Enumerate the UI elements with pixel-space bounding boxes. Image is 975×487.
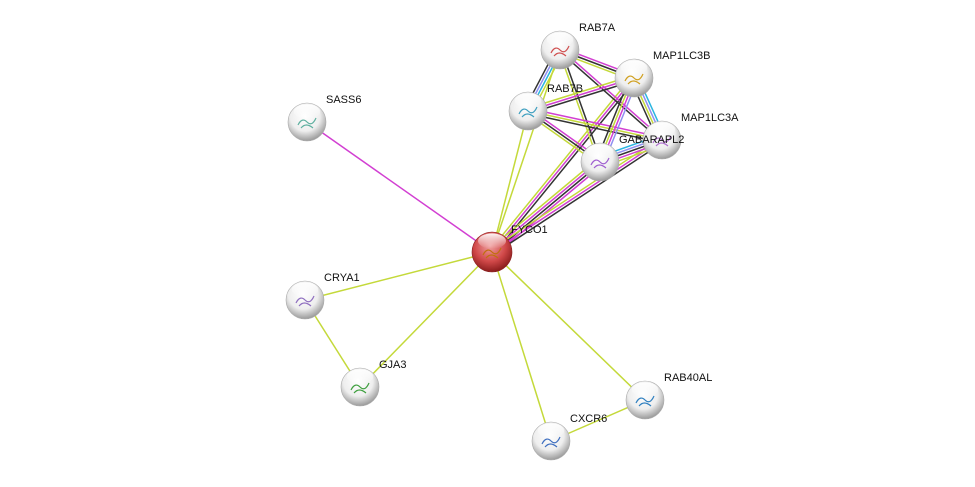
- edge-rab7b-map1lc3a[interactable]: [527, 107, 663, 144]
- edge-line-textmining: [489, 75, 633, 251]
- edge-rab7a-map1lc3a[interactable]: [558, 48, 664, 142]
- node-label: GABARAPL2: [619, 134, 684, 146]
- protein-structure-icon: [635, 395, 655, 407]
- edge-line-textmining: [491, 110, 529, 253]
- node-label: FYCO1: [511, 224, 548, 236]
- node-map1lc3b[interactable]: MAP1LC3B: [614, 50, 710, 98]
- edge-fyco1-crya1[interactable]: [304, 251, 493, 301]
- node-highlight: [514, 93, 542, 108]
- edge-fyco1-cxcr6[interactable]: [491, 251, 552, 442]
- protein-structure-icon: [541, 436, 561, 448]
- edge-fyco1-rab40al[interactable]: [491, 251, 646, 401]
- node-highlight: [478, 233, 506, 249]
- edge-line-coexpression: [493, 141, 664, 255]
- node-crya1[interactable]: CRYA1: [285, 272, 360, 320]
- edge-fyco1-sass6[interactable]: [306, 121, 493, 253]
- node-cxcr6[interactable]: CXCR6: [531, 413, 607, 461]
- edge-rab7a-gabarapl2[interactable]: [558, 49, 602, 163]
- edge-fyco1-gabarapl2[interactable]: [489, 158, 603, 256]
- edge-fyco1-gja3[interactable]: [359, 251, 493, 388]
- node-highlight: [537, 423, 565, 438]
- node-highlight: [586, 144, 614, 159]
- edge-line-coexpression: [492, 162, 602, 254]
- node-label: GJA3: [379, 359, 407, 371]
- protein-structure-icon: [482, 247, 502, 259]
- edge-line-textmining: [558, 50, 600, 163]
- node-highlight: [631, 382, 659, 397]
- edge-line-experiments: [490, 160, 600, 252]
- node-highlight: [648, 122, 676, 137]
- edge-line-textmining: [491, 251, 552, 442]
- protein-structure-icon: [297, 117, 317, 129]
- node-highlight: [346, 369, 374, 384]
- protein-structure-icon: [624, 73, 644, 85]
- node-label: CRYA1: [324, 272, 360, 284]
- edge-line-textmining: [304, 251, 493, 301]
- protein-structure-icon: [550, 45, 570, 57]
- node-highlight: [291, 282, 319, 297]
- edge-line-coexpression: [527, 112, 662, 144]
- node-label: SASS6: [326, 94, 361, 106]
- node-sass6[interactable]: SASS6: [287, 94, 361, 142]
- edge-line-textmining: [359, 251, 493, 388]
- edge-line-experiments: [306, 121, 493, 253]
- node-label: MAP1LC3B: [653, 50, 710, 62]
- protein-structure-icon: [518, 106, 538, 118]
- node-map1lc3a[interactable]: MAP1LC3A: [642, 112, 739, 160]
- edge-line-experiments: [560, 48, 664, 140]
- protein-structure-icon: [590, 157, 610, 169]
- node-rab7b[interactable]: RAB7B: [508, 83, 583, 131]
- protein-structure-icon: [350, 382, 370, 394]
- edge-fyco1-rab7a[interactable]: [491, 49, 561, 253]
- node-label: RAB7B: [547, 83, 583, 95]
- edge-line-experiments: [491, 139, 663, 253]
- node-label: RAB40AL: [664, 372, 712, 384]
- edge-fyco1-rab7b[interactable]: [491, 110, 529, 253]
- edge-line-experiments: [491, 77, 635, 253]
- edge-line-coexpression: [560, 49, 602, 162]
- node-rab7a[interactable]: RAB7A: [540, 22, 616, 70]
- node-highlight: [620, 60, 648, 75]
- protein-structure-icon: [652, 135, 672, 147]
- node-highlight: [546, 32, 574, 47]
- node-label: MAP1LC3A: [681, 112, 739, 124]
- node-gja3[interactable]: GJA3: [340, 359, 407, 407]
- edge-line-textmining: [491, 251, 646, 401]
- edge-line-experiments: [528, 107, 663, 139]
- node-label: CXCR6: [570, 413, 607, 425]
- node-gabarapl2[interactable]: GABARAPL2: [580, 134, 684, 182]
- edge-line-textmining: [527, 110, 663, 141]
- node-fyco1[interactable]: FYCO1: [471, 224, 548, 273]
- edge-line-coexpression: [558, 50, 662, 142]
- edge-line-experiments: [494, 164, 603, 256]
- node-label: RAB7A: [579, 22, 616, 34]
- edge-line-textmining: [489, 158, 598, 250]
- protein-structure-icon: [295, 295, 315, 307]
- node-rab40al[interactable]: RAB40AL: [625, 372, 712, 420]
- node-highlight: [293, 104, 321, 119]
- edge-line-textmining: [491, 49, 561, 253]
